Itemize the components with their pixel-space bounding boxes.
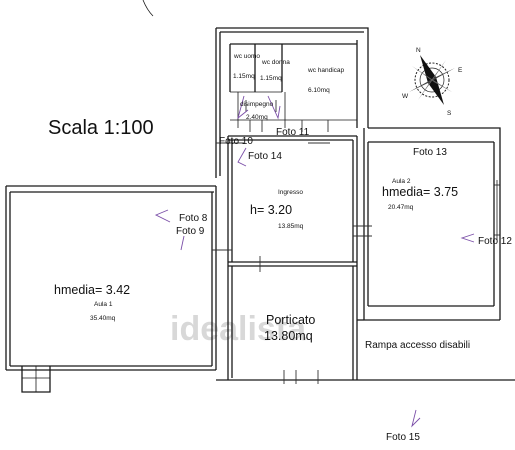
ingresso-height: h= 3.20 [250, 203, 292, 217]
aula-1-height: hmedia= 3.42 [54, 283, 130, 297]
walls [5, 27, 515, 393]
ingresso-name: Ingresso [278, 189, 303, 196]
compass-e: E [458, 67, 463, 74]
door-marks [212, 100, 372, 384]
rampa-label: Rampa accesso disabili [365, 340, 470, 351]
photo-label-8: Foto 8 [179, 213, 208, 224]
arc-mark [142, 0, 154, 17]
aula-1-name: Aula 1 [94, 301, 113, 308]
photo-label-14: Foto 14 [248, 151, 282, 162]
photo-label-15: Foto 15 [386, 432, 420, 443]
photo-label-11: Foto 11 [276, 127, 310, 138]
scale-label: Scala 1:100 [48, 117, 154, 139]
wc-donna-area: 1.15mq [260, 75, 282, 82]
wc-donna-name: wc donna [261, 59, 290, 66]
wc-uomo-area: 1.15mq [233, 73, 255, 80]
disimpegno-name: disimpegno [240, 101, 274, 108]
porticato-area: 13.80mq [264, 329, 313, 343]
aula-2-area: 20.47mq [388, 204, 414, 211]
wc-uomo-name: wc uomo [233, 53, 260, 60]
photo-arrows [154, 95, 475, 428]
compass-w: W [402, 93, 409, 100]
photo-label-9: Foto 9 [176, 226, 205, 237]
photo-label-12: Foto 12 [478, 236, 512, 247]
compass-n: N [416, 47, 421, 54]
photo-label-13: Foto 13 [413, 147, 447, 158]
compass-s: S [447, 110, 452, 117]
compass-rose: N E S W [402, 47, 463, 117]
aula-1-area: 35.40mq [90, 315, 116, 322]
photo-label-10: Foto 10 [219, 136, 253, 147]
aula-2-height: hmedia= 3.75 [382, 185, 458, 199]
porticato-name: Porticato [266, 313, 315, 327]
wc-handicap-name: wc handicap [307, 67, 345, 74]
wc-handicap-area: 6.10mq [308, 87, 330, 94]
aula-2-name: Aula 2 [392, 178, 411, 185]
disimpegno-area: 2.40mq [246, 114, 268, 121]
watermark: idealista [170, 310, 307, 348]
ingresso-area: 13.85mq [278, 223, 304, 230]
